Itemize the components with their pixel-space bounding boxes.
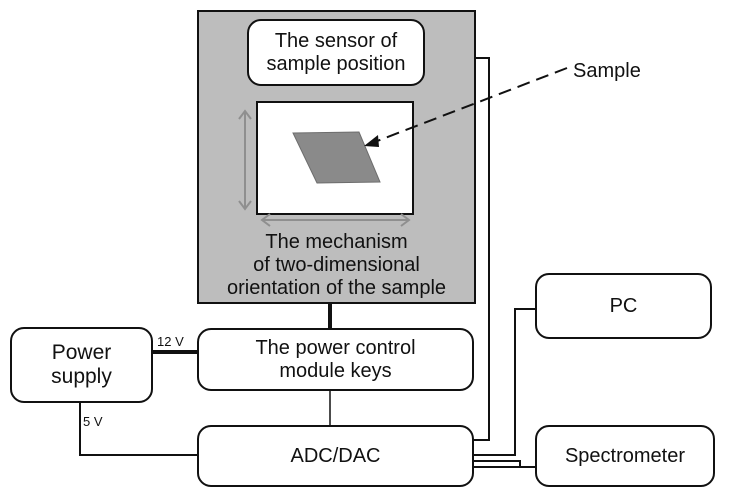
mechanism-label-line1: The mechanism: [265, 231, 408, 253]
sample-pointer-arrowhead: [364, 135, 379, 147]
power-supply-box: Power supply: [10, 327, 153, 403]
spectrometer-box: Spectrometer: [535, 425, 715, 487]
spectrometer-label: Spectrometer: [564, 444, 686, 467]
pc-box: PC: [535, 273, 712, 339]
power-control-line2: module keys: [279, 359, 392, 382]
power-supply-line2: supply: [51, 365, 112, 388]
sample-label: Sample: [573, 60, 641, 82]
mechanism-label-line3: orientation of the sample: [226, 277, 447, 299]
sample-pointer-line: [371, 67, 568, 144]
adc-dac-label: ADC/DAC: [290, 444, 381, 467]
sensor-label-line2: sample position: [266, 52, 406, 75]
voltage-12v-label: 12 V: [157, 334, 184, 349]
vertical-axis-arrow: [238, 109, 252, 211]
sensor-box: The sensor of sample position: [247, 19, 425, 86]
adc-to-pc-line: [474, 308, 535, 456]
voltage-5v-label: 5 V: [83, 414, 103, 429]
power-supply-5v-line: [79, 402, 197, 456]
horizontal-axis-arrow: [260, 213, 411, 227]
sensor-label-line1: The sensor of: [274, 29, 398, 52]
sample-plate: [292, 131, 381, 184]
mechanism-label-line2: of two-dimensional: [253, 254, 420, 276]
pc-label: PC: [609, 294, 638, 317]
power-control-box: The power control module keys: [197, 328, 474, 391]
power-supply-line1: Power: [51, 340, 112, 364]
power-control-line1: The power control: [255, 336, 416, 359]
mechanism-label: The mechanism of two-dimensional orienta…: [197, 231, 476, 300]
adc-dac-box: ADC/DAC: [197, 425, 474, 487]
